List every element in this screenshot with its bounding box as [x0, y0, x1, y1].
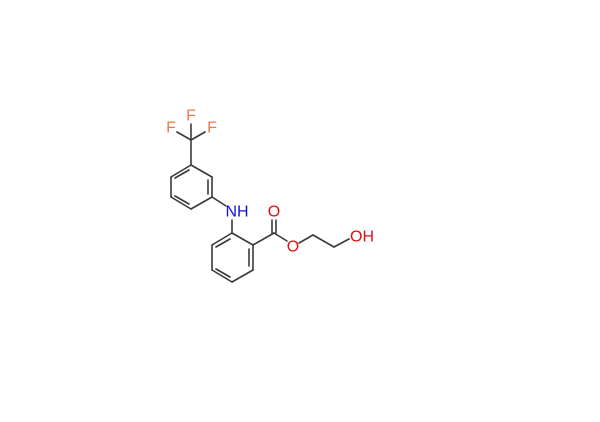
hydroxyl-label: OH: [350, 229, 374, 246]
bond: [298, 234, 314, 244]
bond: [215, 238, 231, 248]
bonds: [170, 123, 350, 283]
nh-label: NH: [225, 204, 248, 221]
ester-oxygen-label: O: [287, 239, 299, 256]
bond: [176, 131, 192, 141]
bond: [252, 232, 275, 246]
atom-labels: F F F NH O O OH: [166, 108, 374, 256]
bond: [174, 195, 190, 205]
bond: [211, 196, 227, 207]
bond: [190, 131, 206, 141]
fluorine-label: F: [186, 108, 196, 125]
bond: [215, 268, 231, 278]
fluorine-label: F: [207, 120, 217, 137]
bond: [190, 196, 213, 210]
bond: [273, 232, 288, 242]
bond: [231, 232, 254, 246]
carbonyl-oxygen-label: O: [268, 204, 280, 221]
bond: [312, 234, 335, 248]
bond: [170, 196, 192, 210]
fluorine-label: F: [166, 120, 176, 137]
bond: [174, 169, 190, 179]
bond: [170, 164, 192, 178]
bond: [211, 232, 233, 246]
bond: [231, 269, 254, 283]
bond: [333, 238, 350, 248]
bond: [190, 164, 213, 178]
bond: [211, 269, 233, 283]
